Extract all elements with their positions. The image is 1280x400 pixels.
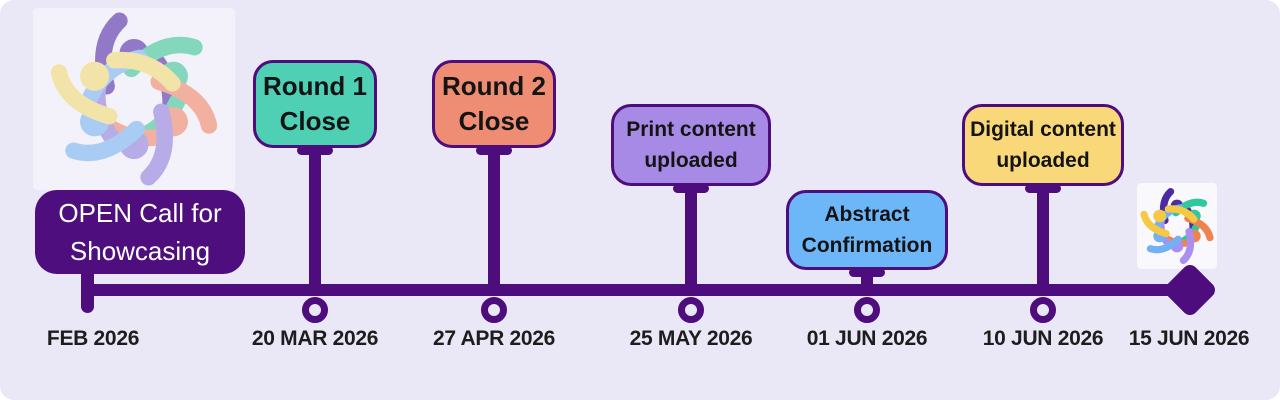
event-card-round1-close: Round 1 Close	[253, 60, 377, 148]
connector-stem	[488, 150, 500, 290]
community-people-icon	[1140, 188, 1214, 264]
date-label-15jun2026: 15 JUN 2026	[1128, 327, 1250, 350]
event-card-line: Close	[279, 106, 351, 136]
timeline-node-ring	[481, 297, 507, 323]
event-card-digital-content: Digital content uploaded	[962, 104, 1124, 186]
timeline-node-ring	[1030, 297, 1056, 323]
event-card-line: uploaded	[996, 149, 1090, 172]
date-label-01jun2026: 01 JUN 2026	[806, 327, 928, 350]
event-card-line: Digital content	[970, 118, 1116, 141]
date-label-10jun2026: 10 JUN 2026	[982, 327, 1104, 350]
event-card-line: Abstract	[824, 203, 910, 226]
event-card-line: Print content	[626, 118, 756, 141]
start-event-line1: OPEN Call for	[58, 198, 222, 228]
event-card-line: Round 2	[442, 71, 546, 101]
timeline-node-ring	[302, 297, 328, 323]
connector-stem	[685, 188, 697, 290]
event-card-line: Confirmation	[801, 234, 933, 257]
connector-stem	[1037, 188, 1049, 290]
date-label-25may2026: 25 MAY 2026	[629, 327, 753, 350]
start-event-line2: Showcasing	[69, 236, 211, 266]
timeline-node-ring	[678, 297, 704, 323]
event-card-line: uploaded	[644, 149, 738, 172]
event-card-print-content: Print content uploaded	[611, 104, 771, 186]
timeline-end-diamond	[1161, 261, 1219, 319]
date-label-feb2026: FEB 2026	[46, 327, 140, 350]
connector-stem	[309, 150, 321, 290]
timeline-node-ring	[854, 297, 880, 323]
connector-stem	[861, 272, 873, 290]
event-card-line: Round 1	[263, 71, 367, 101]
date-label-20mar2026: 20 MAR 2026	[251, 327, 379, 350]
event-card-line: Close	[458, 106, 530, 136]
date-label-27apr2026: 27 APR 2026	[432, 327, 555, 350]
start-event-card: OPEN Call for Showcasing	[35, 190, 245, 274]
event-card-round2-close: Round 2 Close	[432, 60, 556, 148]
timeline-bar	[83, 284, 1187, 296]
community-people-icon	[50, 12, 218, 186]
event-card-abstract-confirmation: Abstract Confirmation	[786, 190, 948, 270]
